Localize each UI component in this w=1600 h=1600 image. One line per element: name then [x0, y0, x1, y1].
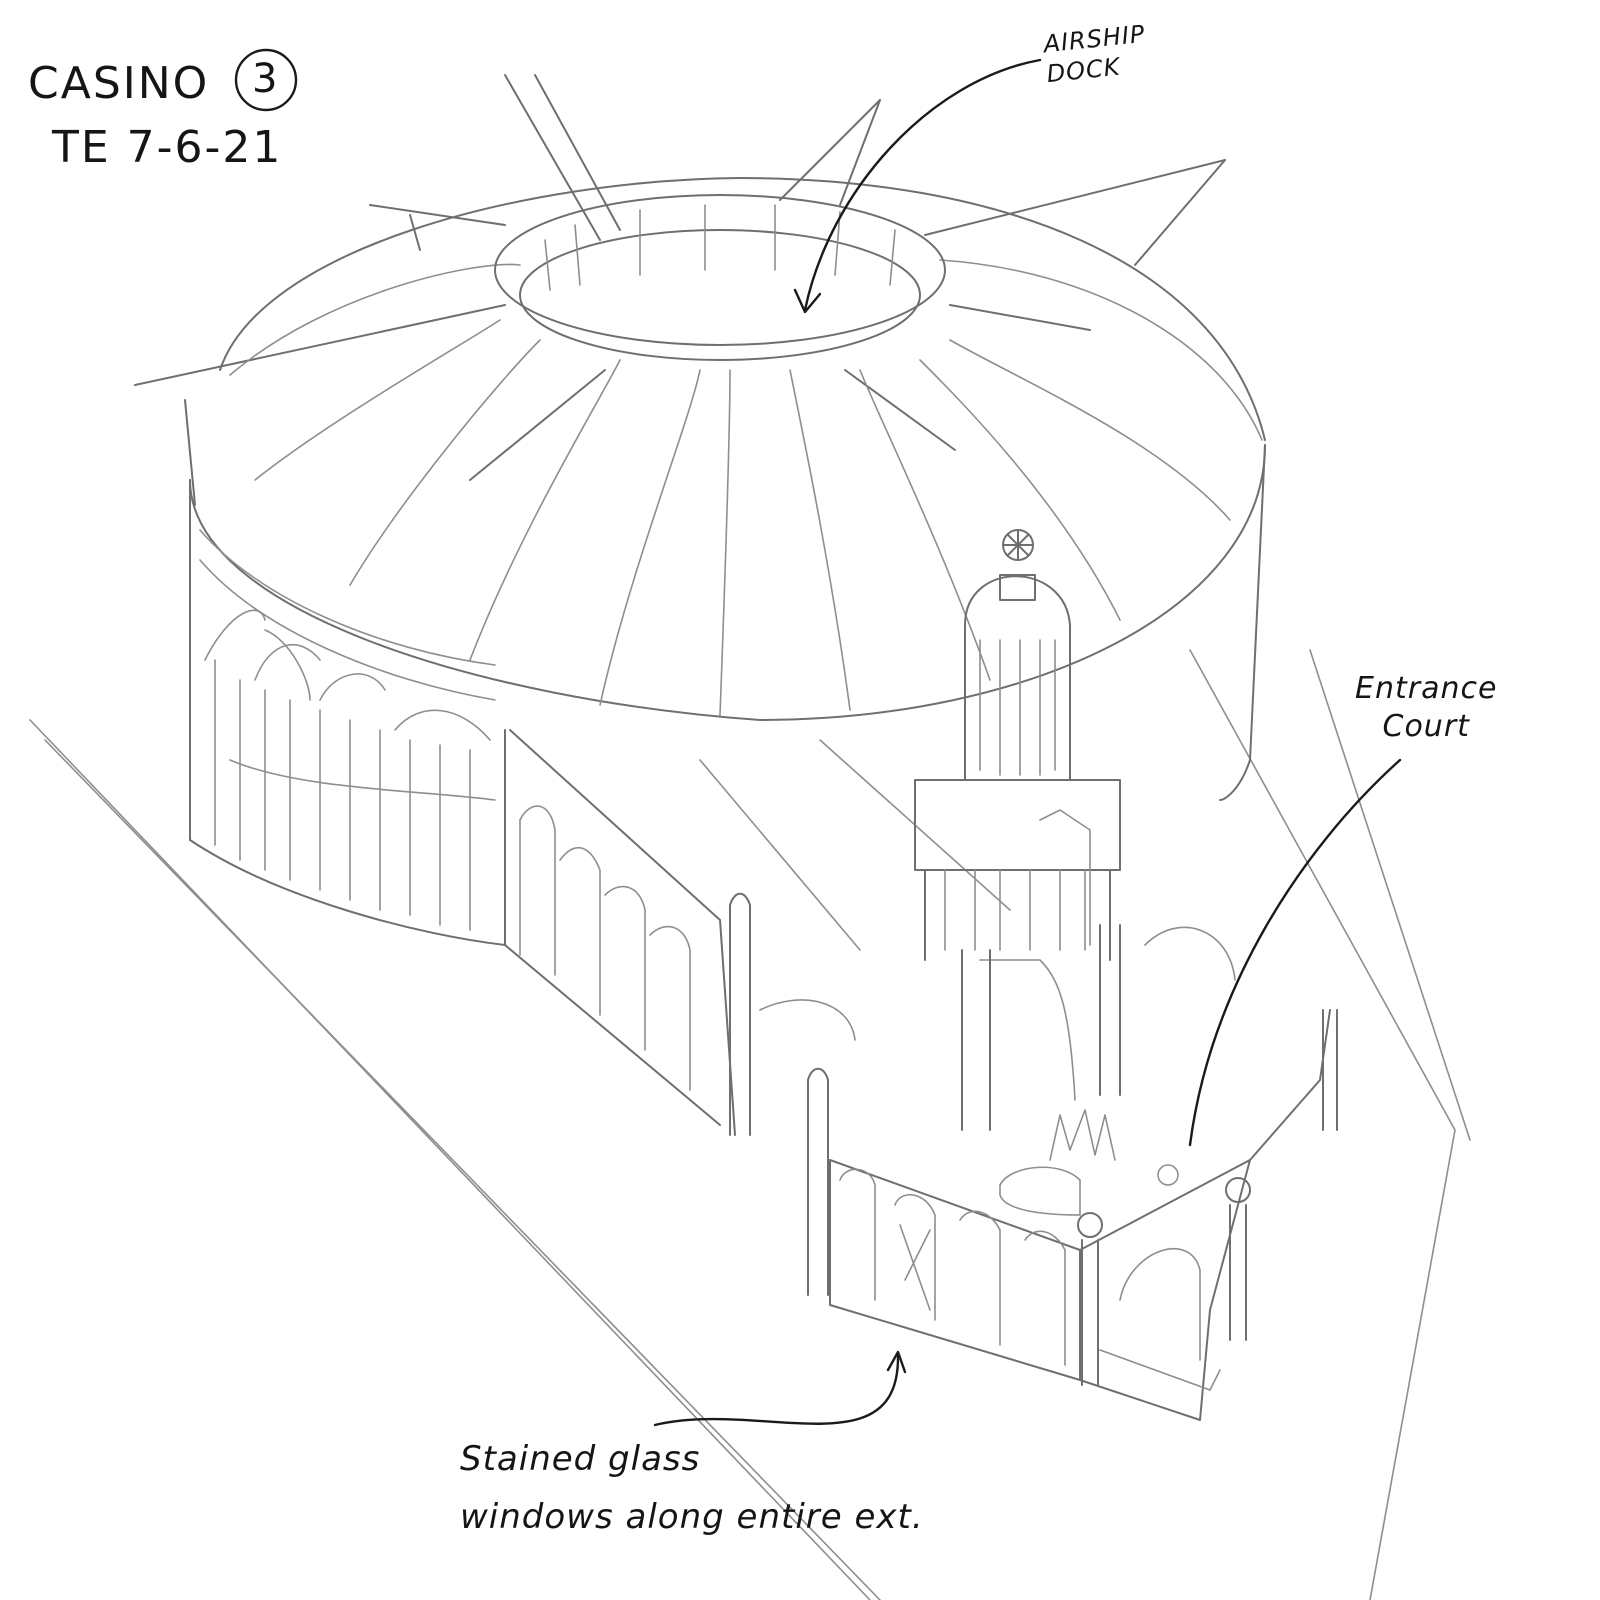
arcade-wall [504, 729, 721, 1126]
ground-plot-outline [29, 649, 1471, 1600]
title-badge-circle [234, 48, 298, 112]
entrance-court-wing [719, 919, 1331, 1421]
airship-dock-leader [803, 58, 1042, 312]
airship-dock-arms [134, 74, 1226, 506]
central-tower [914, 529, 1121, 961]
entrance-court-label-line2: Court [1382, 709, 1470, 744]
sketch-date-initials: TE 7-6-21 [52, 122, 283, 173]
drum-wall [189, 444, 1266, 946]
airship-dock-ring [494, 194, 946, 361]
entrance-court-leader [1188, 758, 1402, 1147]
entrance-court-label-line1: Entrance [1355, 671, 1498, 706]
sketch-title-badge: 3 [252, 56, 280, 102]
annotation-leaders [653, 58, 1402, 1427]
dome-roof [189, 177, 1266, 951]
stained-glass-label-line2: windows along entire ext. [460, 1497, 924, 1537]
pinnacle-columns [729, 892, 1338, 1386]
entrance-court-label: Entrance Court [1355, 670, 1497, 746]
sketch-title: CASINO [28, 58, 210, 109]
stained-glass-label-line1: Stained glass [460, 1439, 701, 1479]
airship-dock-label: AIRSHIP DOCK [1042, 19, 1150, 89]
stained-glass-leader [653, 1353, 900, 1427]
stained-glass-label: Stained glass windows along entire ext. [460, 1430, 924, 1546]
